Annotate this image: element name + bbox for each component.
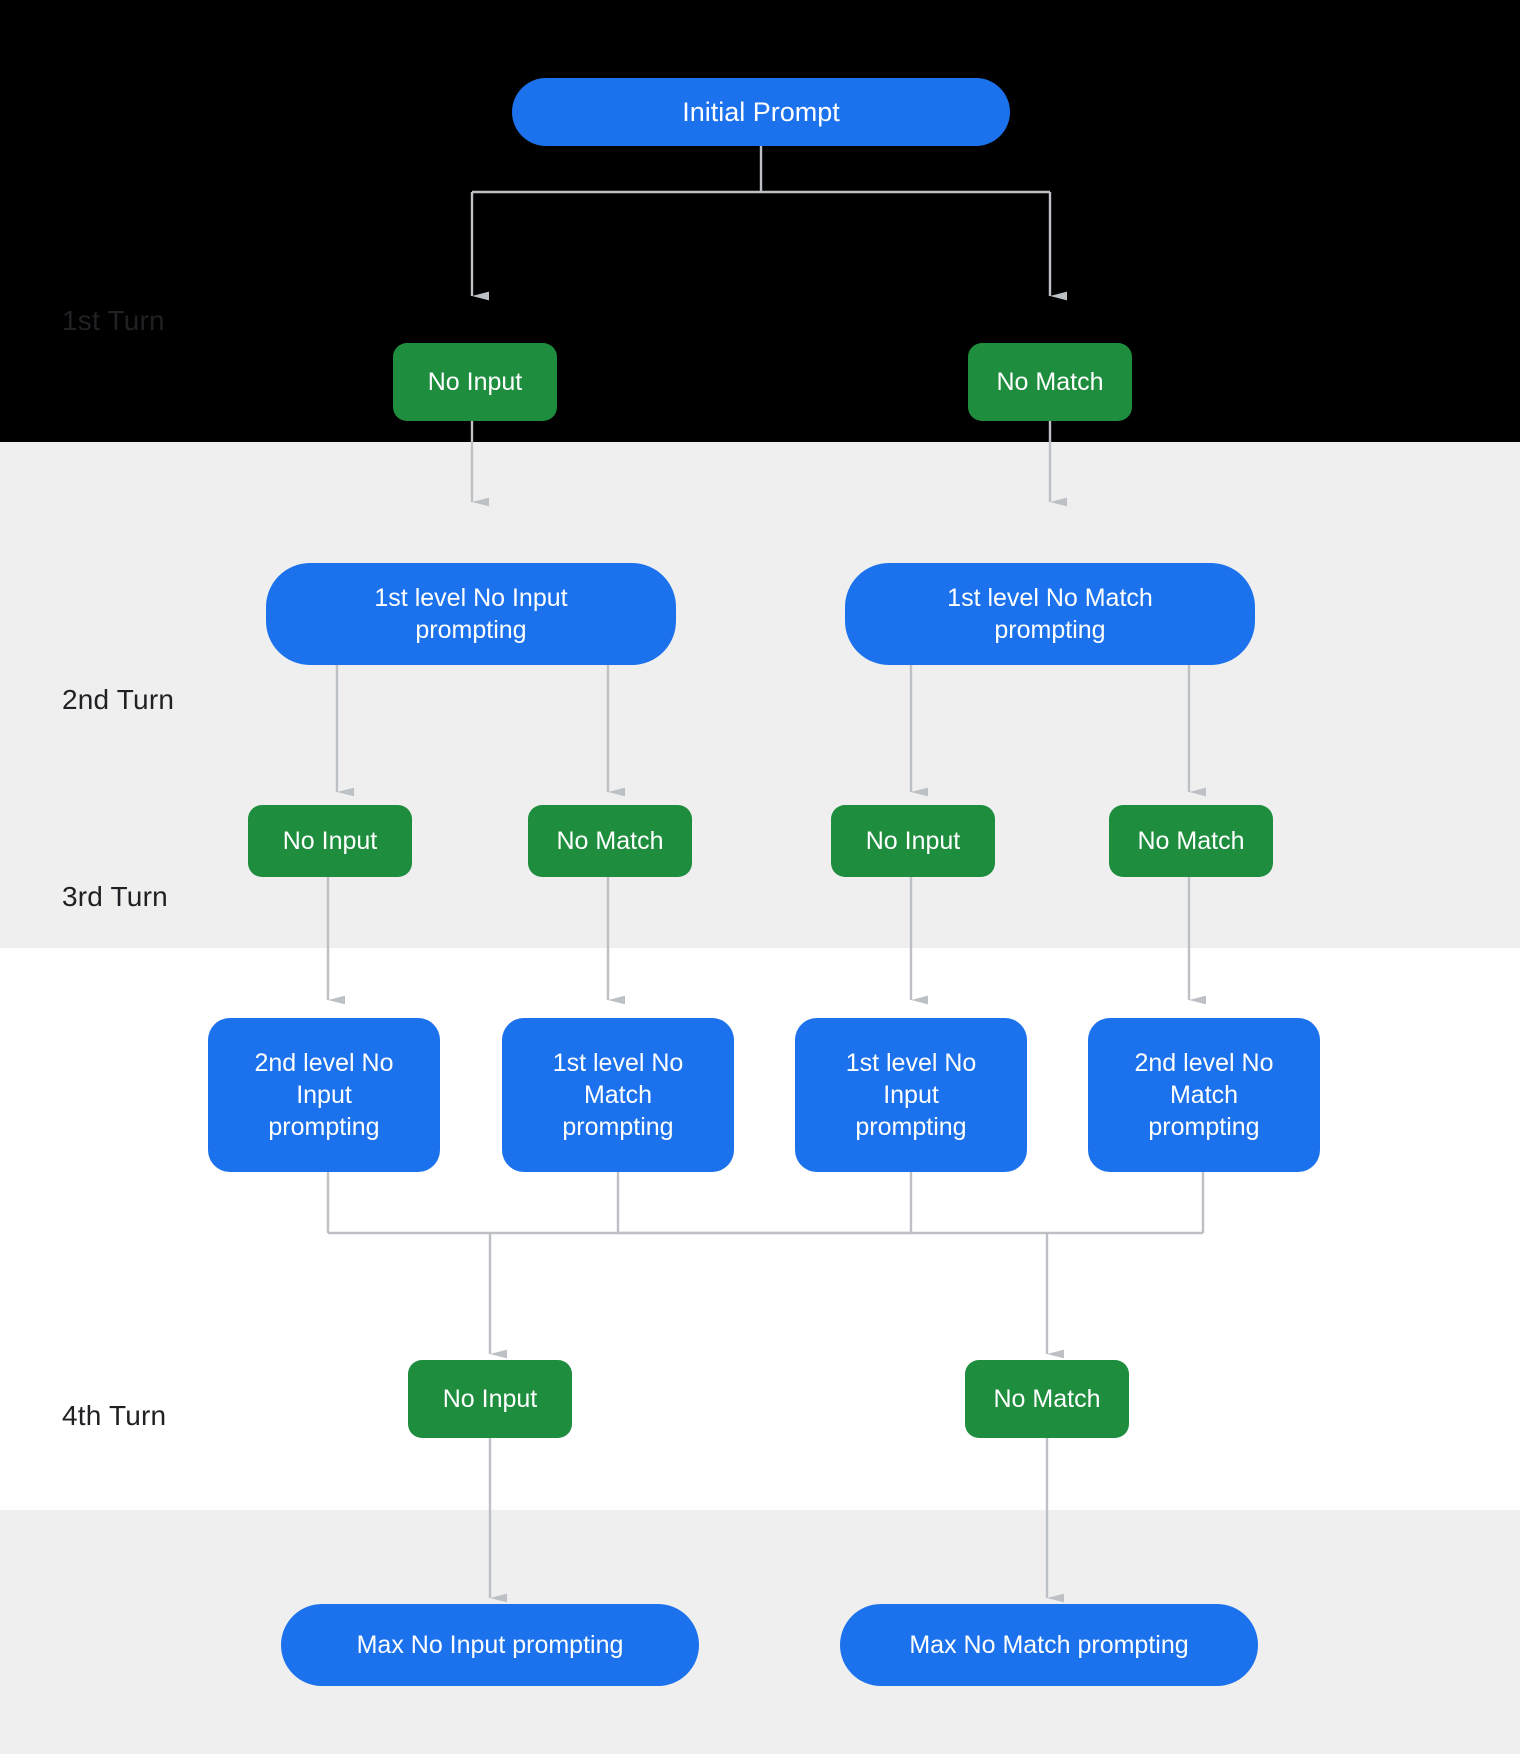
node-t2-prompt-no-input[interactable]: 1st level No Input prompting xyxy=(266,563,676,665)
band-1st-turn xyxy=(0,0,1520,442)
node-t4-max-no-input[interactable]: Max No Input prompting xyxy=(281,1604,699,1686)
node-initial-prompt[interactable]: Initial Prompt xyxy=(512,78,1010,146)
node-t2-no-input-a[interactable]: No Input xyxy=(248,805,412,877)
turn-label-4th: 4th Turn xyxy=(62,1400,167,1431)
node-t2-no-match-b[interactable]: No Match xyxy=(1109,805,1273,877)
turn-label-2nd: 2nd Turn xyxy=(62,684,175,715)
node-t1-no-match[interactable]: No Match xyxy=(968,343,1132,421)
turn-label-1st: 1st Turn xyxy=(62,305,165,336)
node-t2-no-input-b[interactable]: No Input xyxy=(831,805,995,877)
node-t4-max-no-match[interactable]: Max No Match prompting xyxy=(840,1604,1258,1686)
node-t3-prompt-2nd-no-match[interactable]: 2nd level No Match prompting xyxy=(1088,1018,1320,1172)
turn-label-3rd: 3rd Turn xyxy=(62,881,168,912)
node-t2-prompt-no-match[interactable]: 1st level No Match prompting xyxy=(845,563,1255,665)
node-t3-prompt-2nd-no-input[interactable]: 2nd level No Input prompting xyxy=(208,1018,440,1172)
node-t3-prompt-1st-no-match[interactable]: 1st level No Match prompting xyxy=(502,1018,734,1172)
band-4th-turn xyxy=(0,1510,1520,1754)
node-t3-no-match[interactable]: No Match xyxy=(965,1360,1129,1438)
node-t3-prompt-1st-no-input[interactable]: 1st level No Input prompting xyxy=(795,1018,1027,1172)
node-t1-no-input[interactable]: No Input xyxy=(393,343,557,421)
band-2nd-turn xyxy=(0,442,1520,948)
node-t3-no-input[interactable]: No Input xyxy=(408,1360,572,1438)
node-t2-no-match-a[interactable]: No Match xyxy=(528,805,692,877)
